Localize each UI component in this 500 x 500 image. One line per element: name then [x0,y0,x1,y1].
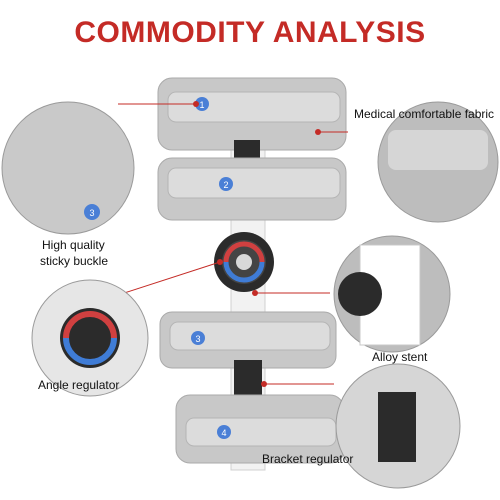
svg-text:3: 3 [89,208,94,218]
label-buckle-line2: sticky buckle [40,254,109,268]
label-buckle-line1: High quality [42,238,105,252]
strap-number-1: 1 [199,100,204,110]
strap-number-4: 4 [221,428,226,438]
label-bracket: Bracket regulator [262,452,354,466]
lower-cuff-4: 4 [175,394,345,464]
callout-angle [31,259,223,397]
bracket-plate-lower [234,360,262,400]
lower-cuff-3: 3 [159,311,337,369]
callout-bracket [261,363,461,489]
upper-cuff-2: 2 [157,157,347,221]
page-title: COMMODITY ANALYSIS [74,16,426,49]
strap-number-2: 2 [223,180,228,190]
label-angle: Angle regulator [38,378,120,392]
callout-stent [252,235,451,353]
strap-number-3: 3 [195,334,200,344]
label-fabric: Medical comfortable fabric [354,107,495,121]
label-stent: Alloy stent [372,350,428,364]
upper-cuff-1: 1 [157,77,347,151]
callout-fabric [315,101,499,223]
strap-badge-4 [217,425,231,439]
strap-badge-3 [191,331,205,345]
hinge-dial-icon [214,232,274,292]
bracket-plate-upper [234,140,260,160]
callout-buckle: 3 [1,101,199,235]
strap-badge-1 [195,97,209,111]
strap-badge-2 [219,177,233,191]
